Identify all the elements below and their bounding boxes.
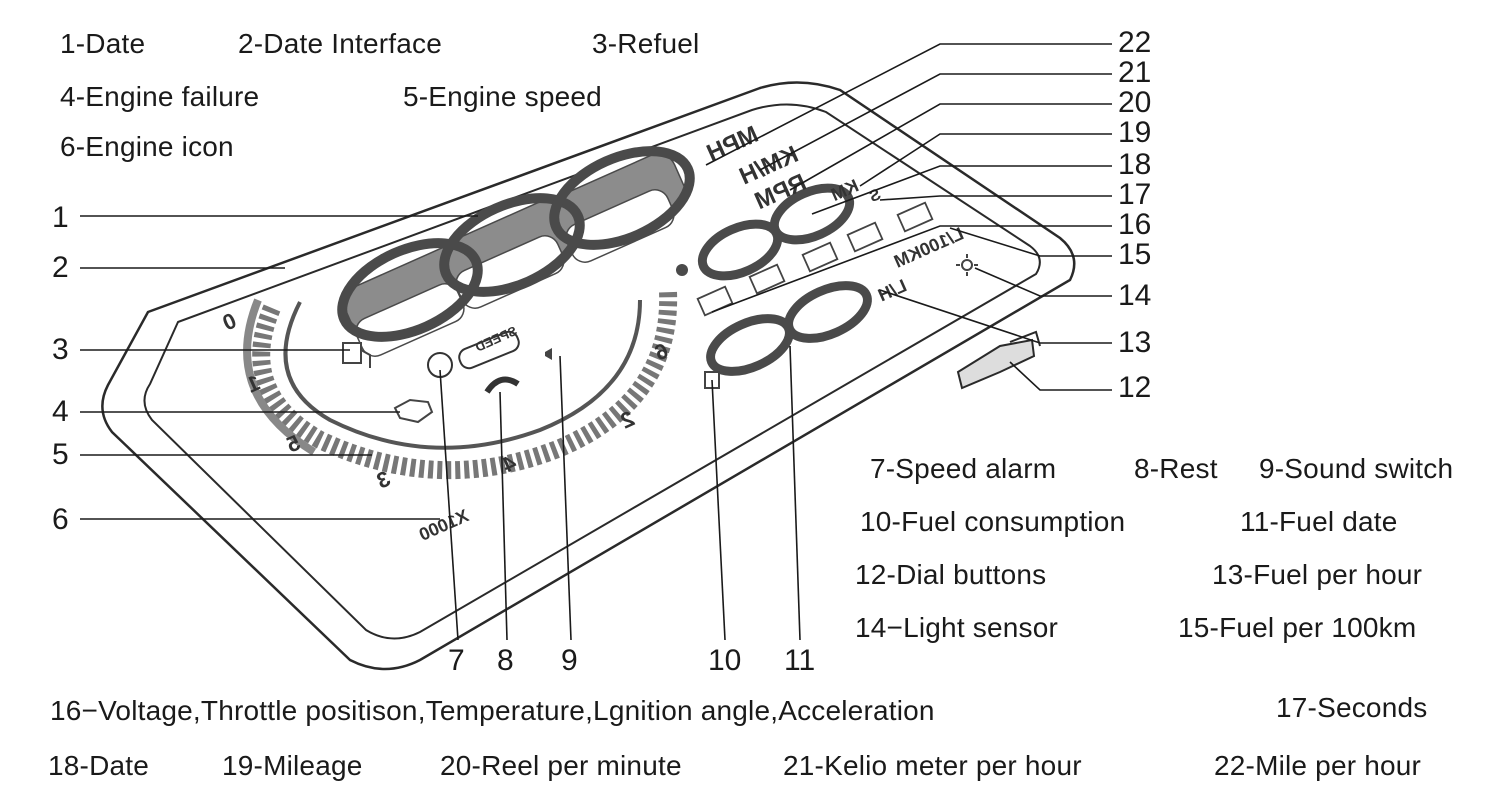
callout-8: 8	[497, 644, 514, 677]
legend-8-rest: 8-Rest	[1134, 453, 1218, 484]
callout-16: 16	[1118, 208, 1152, 241]
callout-17: 17	[1118, 178, 1152, 211]
status-icons-row	[696, 201, 934, 317]
callout-14: 14	[1118, 279, 1152, 312]
rest-icon	[484, 376, 520, 394]
legend-16-voltage: 16−Voltage,Throttle positison,Temperatur…	[50, 695, 935, 726]
callout-5: 5	[52, 438, 69, 471]
fuel-digits	[706, 281, 872, 376]
callout-20: 20	[1118, 86, 1152, 119]
callout-13: 13	[1118, 326, 1152, 359]
legend-15-fuel-per-100km: 15-Fuel per 100km	[1178, 612, 1417, 643]
legend-2-date-interface: 2-Date Interface	[238, 28, 442, 59]
legend-17-seconds: 17-Seconds	[1276, 692, 1428, 723]
legend-10-fuel-consumption: 10-Fuel consumption	[860, 506, 1126, 537]
callout-21: 21	[1118, 56, 1152, 89]
legend-21-kelio-meter-per-hour: 21-Kelio meter per hour	[783, 750, 1082, 781]
callout-7: 7	[448, 644, 465, 677]
callout-6: 6	[52, 503, 69, 536]
legend-9-sound-switch: 9-Sound switch	[1259, 453, 1454, 484]
callout-18: 18	[1118, 148, 1152, 181]
sound-switch-icon	[545, 348, 552, 360]
callout-19: 19	[1118, 116, 1152, 149]
legend-20-reel-per-minute: 20-Reel per minute	[440, 750, 682, 781]
legend-7-speed-alarm: 7-Speed alarm	[870, 453, 1057, 484]
legend-19-mileage: 19-Mileage	[222, 750, 363, 781]
legend-14-light-sensor: 14−Light sensor	[855, 612, 1059, 643]
refuel-icon	[342, 342, 371, 368]
callout-15: 15	[1118, 238, 1152, 271]
legend-1-date: 1-Date	[60, 28, 146, 59]
engine-failure-icon	[393, 398, 434, 424]
callout-4: 4	[52, 395, 69, 428]
callout-22: 22	[1118, 26, 1152, 59]
callout-10: 10	[708, 644, 742, 677]
legend-22-mile-per-hour: 22-Mile per hour	[1214, 750, 1422, 781]
callout-9: 9	[561, 644, 578, 677]
callout-12: 12	[1118, 371, 1152, 404]
callout-1: 1	[52, 201, 69, 234]
callout-3: 3	[52, 333, 69, 366]
light-sensor-icon	[956, 254, 978, 276]
legend-13-fuel-per-hour: 13-Fuel per hour	[1212, 559, 1423, 590]
legend-6-engine-icon: 6-Engine icon	[60, 131, 234, 162]
legend-18-date: 18-Date	[48, 750, 150, 781]
dial-button	[956, 338, 1036, 390]
rpm-gauge-arc	[283, 299, 642, 450]
callout-2: 2	[52, 251, 69, 284]
callout-11: 11	[784, 644, 816, 677]
legend-5-engine-speed: 5-Engine speed	[403, 81, 602, 112]
legend-11-fuel-date: 11-Fuel date	[1240, 506, 1398, 537]
legend-3-refuel: 3-Refuel	[592, 28, 700, 59]
legend-4-engine-failure: 4-Engine failure	[60, 81, 260, 112]
mid-digits	[697, 183, 855, 281]
legend-12-dial-buttons: 12-Dial buttons	[855, 559, 1047, 590]
